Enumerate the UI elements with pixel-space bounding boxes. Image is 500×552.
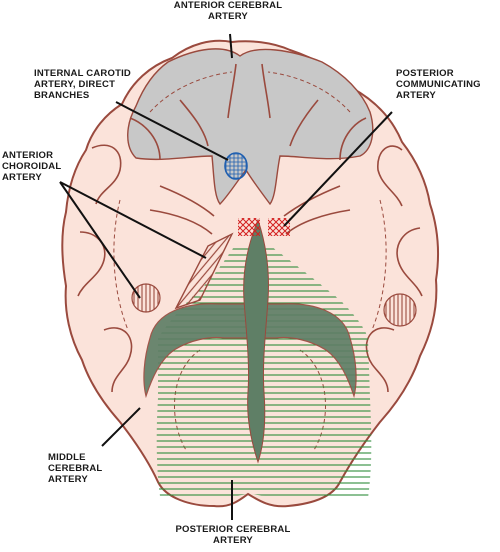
posterior-communicating-territory	[238, 218, 290, 236]
third-ventricle	[243, 218, 269, 464]
leader-anterior-choroidal-2	[59, 181, 141, 299]
internal-carotid-territory	[224, 152, 248, 180]
label-anterior-cerebral-artery: ANTERIOR CEREBRAL ARTERY	[173, 0, 283, 22]
lateral-ventricles	[143, 303, 357, 399]
anterior-cerebral-territory	[127, 48, 374, 206]
label-middle-cerebral-artery: MIDDLE CEREBRAL ARTERY	[48, 452, 103, 485]
leader-anterior-choroidal-1	[59, 181, 207, 259]
leader-lines	[59, 33, 393, 520]
label-anterior-choroidal-artery: ANTERIOR CHOROIDAL ARTERY	[2, 150, 62, 183]
leader-posterior-communicating	[283, 111, 393, 227]
white-matter-contour	[113, 71, 387, 451]
leader-middle-cerebral	[101, 407, 141, 447]
label-internal-carotid-artery: INTERNAL CAROTID ARTERY, DIRECT BRANCHES	[34, 68, 131, 101]
middle-cerebral-left-territory	[131, 283, 161, 313]
label-posterior-cerebral-artery: POSTERIOR CEREBRAL ARTERY	[175, 524, 291, 546]
middle-cerebral-right-territory	[383, 293, 417, 327]
anterior-choroidal-territory	[174, 232, 234, 310]
label-posterior-communicating-artery: POSTERIOR COMMUNICATING ARTERY	[396, 68, 481, 101]
leader-anterior-cerebral	[229, 33, 233, 59]
leader-internal-carotid	[115, 101, 229, 161]
